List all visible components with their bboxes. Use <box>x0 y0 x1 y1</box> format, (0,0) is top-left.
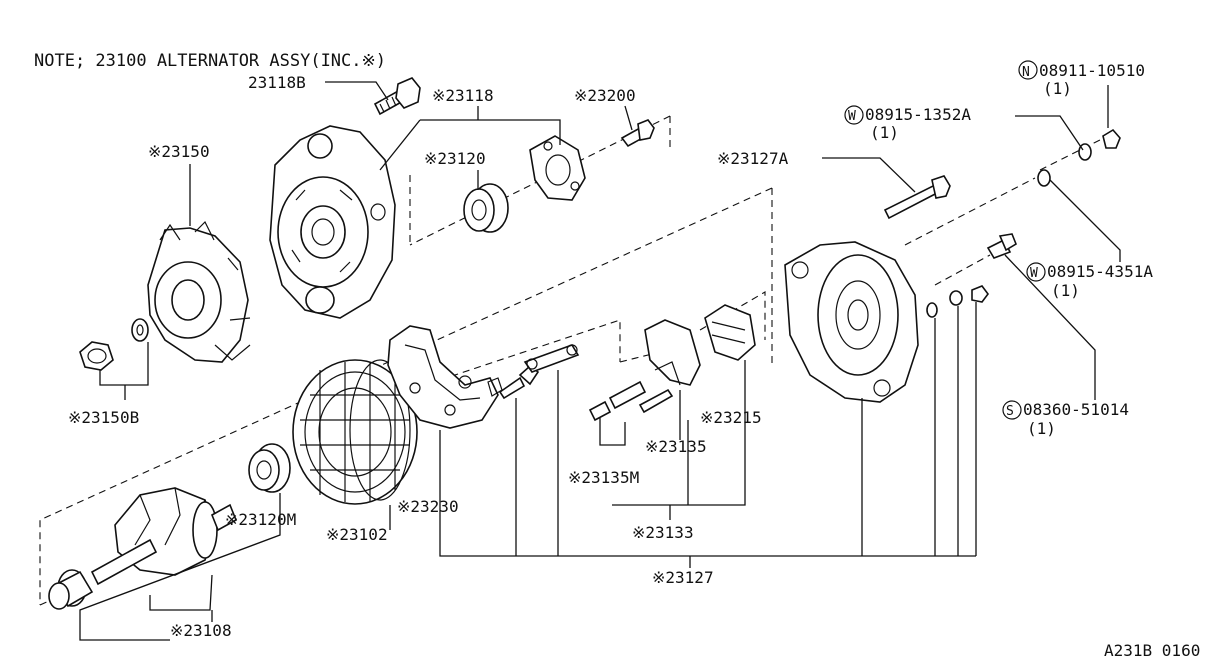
part-labels: 23118B ※23118 ※23200 ※23150 ※23120 ※2312… <box>68 73 789 640</box>
label-23120m: ※23120M <box>225 510 296 529</box>
fastener-callout-n: N 08911-10510 (1) <box>1018 60 1145 98</box>
label-23133: ※23133 <box>632 523 694 542</box>
fastener-number: 08360-51014 <box>1023 400 1129 419</box>
diagram-code: A231B 0160 <box>1104 641 1200 660</box>
leader-lines <box>79 81 1121 641</box>
fastener-number: 08915-1352A <box>865 105 971 124</box>
fastener-prefix: N <box>1022 65 1030 80</box>
part-terminal-drawing <box>498 344 580 400</box>
part-23120m-drawing <box>248 443 291 493</box>
fastener-qty: (1) <box>1051 281 1080 300</box>
label-23150b: ※23150B <box>68 408 139 427</box>
label-23230: ※23230 <box>397 497 459 516</box>
part-retainer-plate-drawing <box>529 135 586 201</box>
part-23118b-drawing <box>373 77 421 116</box>
fastener-qty: (1) <box>870 123 899 142</box>
part-23150-drawing <box>147 220 251 363</box>
fastener-callout-s: S 08360-51014 (1) <box>1002 400 1129 438</box>
fastener-number: 08915-4351A <box>1047 262 1153 281</box>
label-23108: ※23108 <box>170 621 232 640</box>
fastener-callout-w1: W 08915-1352A (1) <box>844 105 971 142</box>
part-23150b-drawing <box>79 318 149 371</box>
label-23102: ※23102 <box>326 525 388 544</box>
label-23127a: ※23127A <box>717 149 789 168</box>
part-23127-housing-drawing <box>784 241 919 403</box>
part-23120-drawing <box>463 183 509 233</box>
label-23200: ※23200 <box>574 86 636 105</box>
label-23135: ※23135 <box>645 437 707 456</box>
part-23127a-drawing <box>883 175 951 220</box>
part-23215-drawing <box>588 304 756 422</box>
fastener-prefix: S <box>1006 404 1014 419</box>
fastener-number: 08911-10510 <box>1039 61 1145 80</box>
fastener-prefix: W <box>1030 266 1038 281</box>
part-23230-drawing <box>387 325 503 429</box>
label-23135m: ※23135M <box>568 468 639 487</box>
fastener-qty: (1) <box>1043 79 1072 98</box>
part-23108-drawing <box>48 487 238 610</box>
label-23127: ※23127 <box>652 568 714 587</box>
part-23118-drawing <box>269 125 396 319</box>
fastener-callout-w2: W 08915-4351A (1) <box>1026 262 1153 300</box>
note-text: NOTE; 23100 ALTERNATOR ASSY(INC.※) <box>34 51 386 71</box>
part-23102-drawing <box>292 359 418 505</box>
label-23120: ※23120 <box>424 149 486 168</box>
label-23215: ※23215 <box>700 408 762 427</box>
rear-fasteners-drawing <box>926 128 1121 318</box>
label-23118: ※23118 <box>432 86 494 105</box>
label-23150: ※23150 <box>148 142 210 161</box>
fastener-qty: (1) <box>1027 419 1056 438</box>
fastener-prefix: W <box>848 109 856 124</box>
part-23200-drawing <box>620 119 655 148</box>
label-23118b: 23118B <box>248 73 306 92</box>
